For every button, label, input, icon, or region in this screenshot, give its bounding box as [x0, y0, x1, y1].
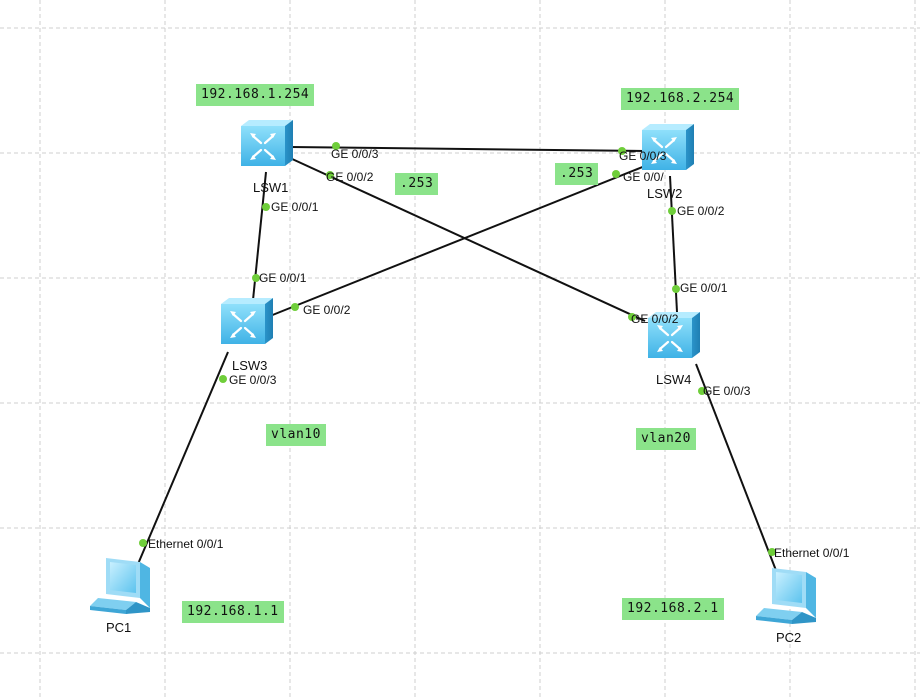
device-label-lsw4: LSW4: [656, 372, 691, 387]
link-lsw1-lsw2[interactable]: [289, 146, 646, 152]
port-dot: [262, 203, 270, 211]
device-pc1[interactable]: [90, 558, 150, 614]
device-lsw3[interactable]: [219, 296, 275, 346]
note-lsw1-253: .253: [395, 173, 439, 195]
note-pc1-ip: 192.168.1.1: [182, 601, 284, 623]
note-lsw2-253: .253: [555, 163, 599, 185]
note-lsw2-ip: 192.168.2.254: [621, 88, 740, 110]
switch-icon: [239, 118, 295, 168]
switch-icon: [640, 122, 696, 172]
note-pc2-ip: 192.168.2.1: [622, 598, 724, 620]
port-dot: [332, 142, 340, 150]
link-lsw2-lsw3[interactable]: [264, 165, 646, 319]
switch-icon: [219, 296, 275, 346]
port-dot: [291, 303, 299, 311]
port-dot: [768, 548, 776, 556]
port-label-pc2-eth: Ethernet 0/0/1: [774, 546, 850, 560]
link-lsw3-pc1[interactable]: [137, 351, 229, 565]
port-dot: [672, 285, 680, 293]
port-dot: [139, 539, 147, 547]
note-lsw1-ip: 192.168.1.254: [196, 84, 315, 106]
pc-icon: [90, 558, 150, 614]
port-dot: [326, 171, 334, 179]
note-vlan20: vlan20: [636, 428, 696, 450]
device-label-lsw3: LSW3: [232, 358, 267, 373]
port-dot: [618, 147, 626, 155]
port-dot: [628, 313, 636, 321]
port-label-pc1-eth: Ethernet 0/0/1: [148, 537, 224, 551]
link-lsw1-lsw4[interactable]: [289, 157, 646, 322]
port-dot: [668, 207, 676, 215]
port-label-lsw1-ge003: GE 0/0/3: [331, 147, 379, 161]
pc-icon: [756, 568, 816, 624]
port-label-lsw2-ge002: GE 0/0/2: [677, 204, 725, 218]
port-label-lsw1-ge002: GE 0/0/2: [326, 170, 374, 184]
port-label-lsw3-ge001: GE 0/0/1: [259, 271, 307, 285]
port-label-lsw3-ge002: GE 0/0/2: [303, 303, 351, 317]
device-pc2[interactable]: [756, 568, 816, 624]
device-label-lsw1: LSW1: [253, 180, 288, 195]
port-dot: [612, 170, 620, 178]
port-label-lsw1-ge001: GE 0/0/1: [271, 200, 319, 214]
port-dot: [698, 387, 706, 395]
note-vlan10: vlan10: [266, 424, 326, 446]
port-label-lsw4-ge001: GE 0/0/1: [680, 281, 728, 295]
link-lsw4-pc2[interactable]: [695, 363, 778, 574]
port-dot: [252, 274, 260, 282]
device-label-lsw2: LSW2: [647, 186, 682, 201]
port-dots: [139, 142, 776, 556]
port-label-lsw3-ge003: GE 0/0/3: [229, 373, 277, 387]
device-lsw2[interactable]: [640, 122, 696, 172]
port-dot: [219, 375, 227, 383]
port-label-lsw4-ge003: GE 0/0/3: [703, 384, 751, 398]
port-label-lsw2-ge001: GE 0/0/: [623, 170, 664, 184]
port-label-lsw2-ge003: GE 0/0/3: [619, 149, 667, 163]
device-label-pc2: PC2: [776, 630, 801, 645]
port-label-lsw4-ge002: GE 0/0/2: [631, 312, 679, 326]
device-label-pc1: PC1: [106, 620, 131, 635]
device-lsw1[interactable]: [239, 118, 295, 168]
